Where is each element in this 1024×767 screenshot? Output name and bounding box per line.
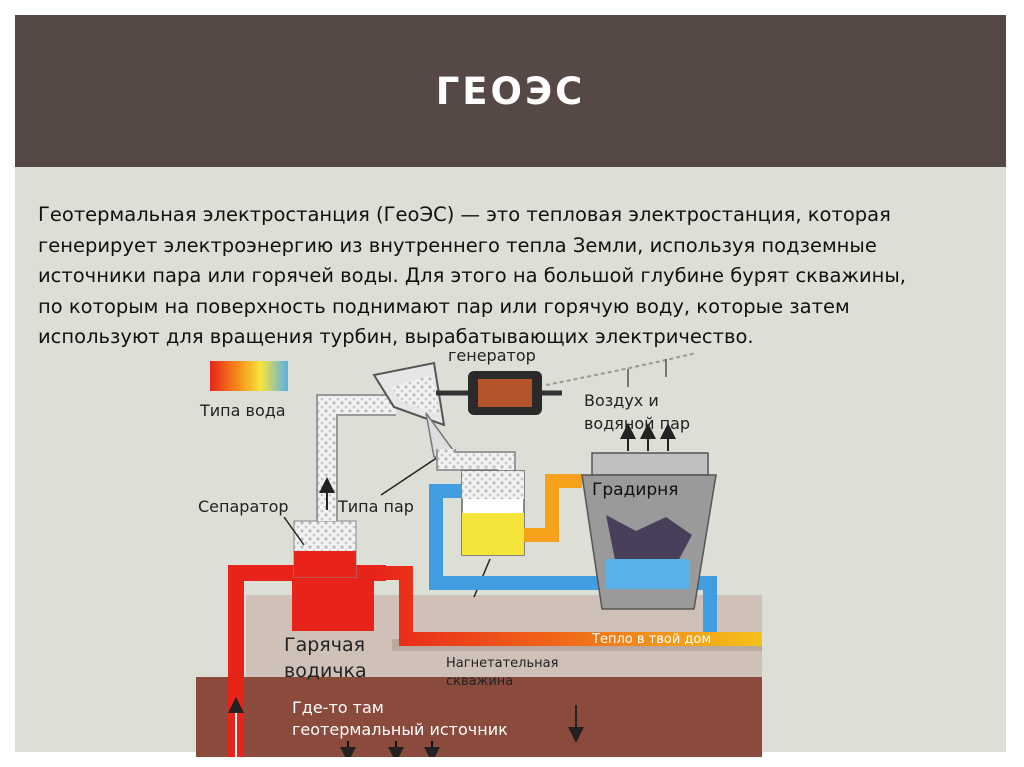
cooling-tower-label: Градирня bbox=[592, 480, 679, 500]
tower-fill bbox=[606, 515, 692, 565]
condenser-feed bbox=[436, 449, 516, 477]
legend-label: Типа вода bbox=[199, 401, 286, 420]
legend: Типа вода bbox=[199, 361, 288, 420]
generator-label: генератор bbox=[448, 346, 536, 365]
generator: генератор bbox=[448, 346, 697, 415]
turbine bbox=[372, 361, 472, 458]
tower-water bbox=[606, 559, 690, 589]
injection-label-1: Нагнетательная bbox=[446, 656, 558, 671]
air-steam-label-1: Воздух и bbox=[584, 391, 659, 410]
slide-paragraph: Геотермальная электростанция (ГеоЭС) — э… bbox=[38, 203, 906, 349]
warm-supply-pipe bbox=[524, 474, 582, 542]
reservoir-labels: Гарячая водичка Где-то там геотермальный… bbox=[284, 634, 508, 763]
slide-title: ГЕОЭС bbox=[435, 69, 586, 113]
condenser bbox=[461, 470, 525, 598]
hot-water-label-2: водичка bbox=[284, 660, 367, 682]
source-label-1: Где-то там bbox=[292, 698, 384, 717]
power-line bbox=[545, 352, 697, 386]
generator-coil bbox=[478, 379, 532, 407]
steam-label: Типа пар bbox=[337, 497, 414, 516]
hot-water-label-1: Гарячая bbox=[284, 634, 365, 656]
injection-label-2: скважина bbox=[446, 674, 513, 689]
air-steam-label-2: водяной пар bbox=[584, 414, 690, 433]
cold-return-pipe bbox=[429, 484, 606, 590]
heat-home-label: Тепло в твой дом bbox=[591, 632, 711, 647]
steam-pipe: Типа пар bbox=[316, 394, 445, 521]
turbine-blades bbox=[392, 375, 440, 415]
source-label-2: геотермальный источник bbox=[292, 720, 508, 739]
legend-swatch bbox=[210, 361, 288, 391]
bedrock-layer bbox=[196, 677, 762, 757]
separator-pointer bbox=[283, 516, 305, 546]
tower-top bbox=[591, 452, 709, 476]
title-band: ГЕОЭС bbox=[15, 15, 1006, 167]
steam-pointer bbox=[380, 452, 445, 496]
reinjection-pipe bbox=[372, 566, 762, 646]
separator: Сепаратор bbox=[198, 497, 357, 578]
separator-label: Сепаратор bbox=[198, 497, 289, 516]
reinjection-line: Тепло в твой дом Нагнетательная скважина bbox=[372, 566, 762, 749]
geothermal-diagram: Типа вода Сепаратор Типа пар генератор bbox=[196, 345, 762, 763]
separator-water bbox=[294, 551, 356, 577]
condenser-water bbox=[462, 513, 524, 555]
cooling-tower: Градирня Воздух и водяной пар bbox=[581, 391, 717, 610]
condenser-steam bbox=[462, 471, 524, 499]
condenser-pipe-fill bbox=[438, 449, 514, 477]
